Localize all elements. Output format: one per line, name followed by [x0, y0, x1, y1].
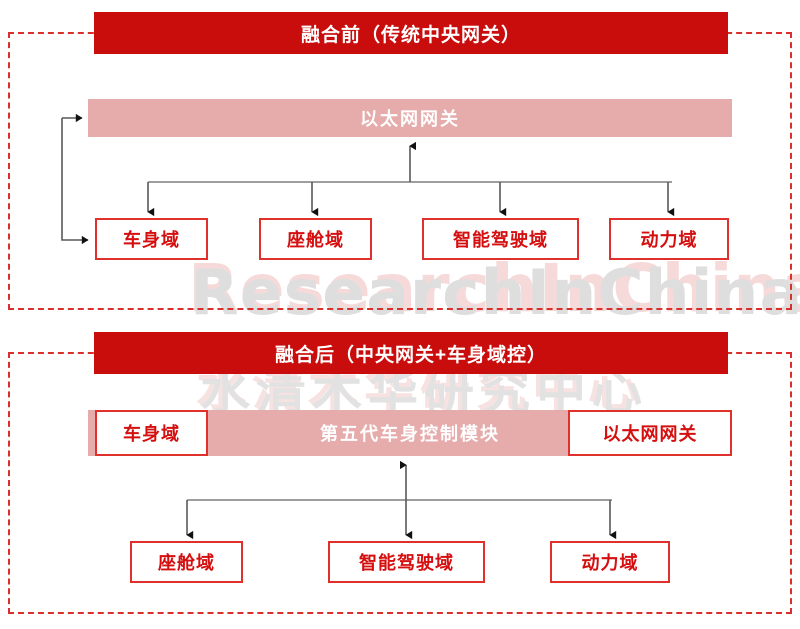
domain-node-body-before: 车身域 — [95, 218, 208, 260]
domain-node-powertrain-after: 动力域 — [550, 541, 670, 583]
section-panel-before — [8, 32, 792, 310]
ethernet-gateway-node-after: 以太网网关 — [568, 410, 732, 456]
section-title-after: 融合后（中央网关+车身域控） — [94, 332, 728, 374]
domain-node-autonomous-driving-before: 智能驾驶域 — [422, 218, 579, 260]
section-title-before: 融合前（传统中央网关） — [94, 12, 728, 54]
domain-node-autonomous-driving-after: 智能驾驶域 — [328, 541, 485, 583]
domain-node-cockpit-after: 座舱域 — [130, 541, 243, 583]
domain-node-cockpit-before: 座舱域 — [259, 218, 372, 260]
domain-node-body-after: 车身域 — [95, 410, 208, 456]
domain-node-powertrain-before: 动力域 — [609, 218, 729, 260]
ethernet-gateway-bar-before: 以太网网关 — [88, 99, 732, 137]
